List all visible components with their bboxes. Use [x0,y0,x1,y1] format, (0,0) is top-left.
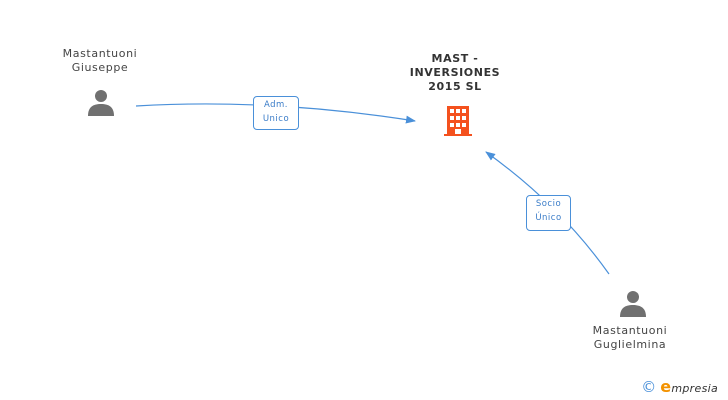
relation-label-adm-unico[interactable]: Adm. Unico [253,96,299,130]
person-name-line2: Giuseppe [71,61,129,74]
brand-initial: e [660,377,672,396]
person-name-line2: Guglielmina [593,338,667,351]
relation-label-line1: Socio [535,199,562,209]
brand-logo: empresia [660,377,718,396]
brand-footer[interactable]: © empresia [641,377,718,396]
relation-label-line1: Adm. [263,100,289,110]
relation-label-socio-unico[interactable]: Socio Único [526,195,571,231]
company-name-line3: 2015 SL [428,80,482,93]
relation-label-line2: Unico [262,114,290,124]
person-name-line1: Mastantuoni [592,324,668,337]
company-name-line2: INVERSIONES [409,66,501,79]
person-name-guglielmina[interactable]: Mastantuoni Guglielmina [580,324,680,352]
person-name-giuseppe[interactable]: Mastantuoni Giuseppe [55,47,145,75]
brand-rest: mpresia [671,382,718,395]
person-icon[interactable] [87,88,115,120]
company-name-line1: MAST - [431,52,479,65]
person-name-line1: Mastantuoni [62,47,138,60]
person-icon[interactable] [619,289,647,321]
company-name[interactable]: MAST - INVERSIONES 2015 SL [400,52,510,94]
copyright-icon: © [641,377,657,396]
building-icon[interactable] [444,106,472,140]
relation-label-line2: Único [535,213,562,223]
